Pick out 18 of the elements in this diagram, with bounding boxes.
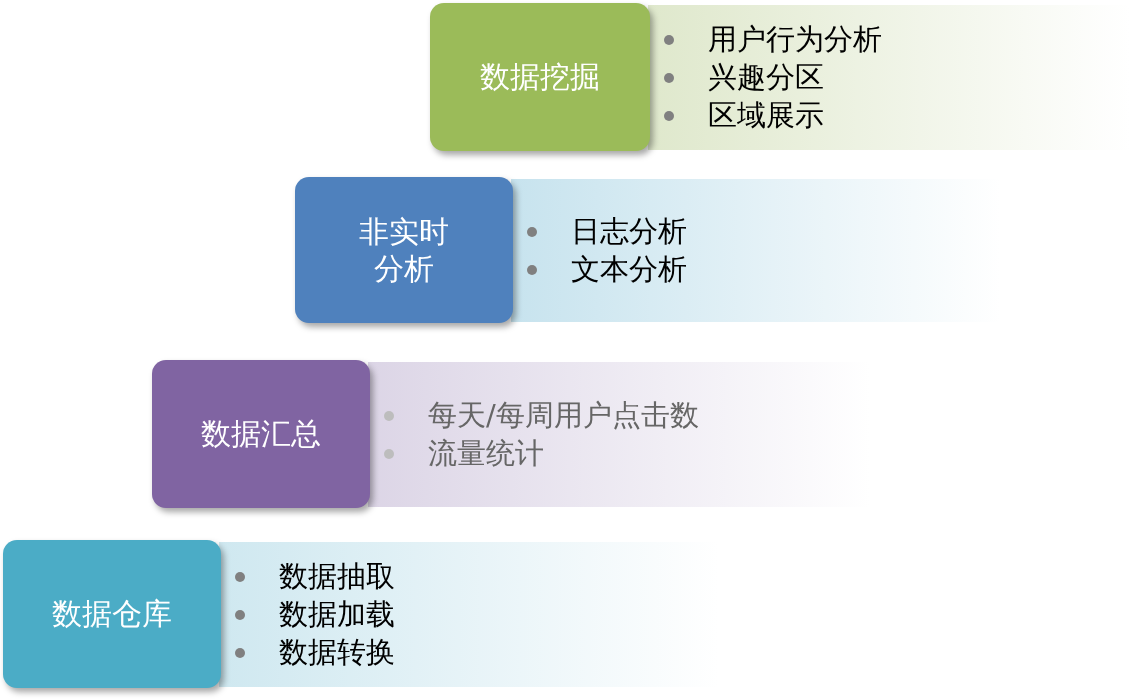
category-title: 数据汇总 [200,415,322,453]
bullet-text: 数据加载 [279,595,395,633]
bullet-text: 流量统计 [428,434,544,472]
bullet-text: 兴趣分区 [708,58,824,96]
category-title: 非实时分析 [358,212,450,288]
bullet-text: 每天/每周用户点击数 [428,396,699,434]
bullet-text: 文本分析 [571,250,687,288]
bullet-text: 用户行为分析 [708,20,882,58]
bullet-text: 区域展示 [708,96,824,134]
category-box [295,177,513,323]
category-title: 数据仓库 [51,595,173,633]
category-title: 数据挖掘 [479,58,601,96]
bullet-text: 日志分析 [571,212,687,250]
category-box [430,3,650,151]
bullet-text: 数据转换 [279,633,395,671]
bullet-text: 数据抽取 [279,557,395,595]
category-box [3,540,221,688]
category-box [152,360,370,508]
